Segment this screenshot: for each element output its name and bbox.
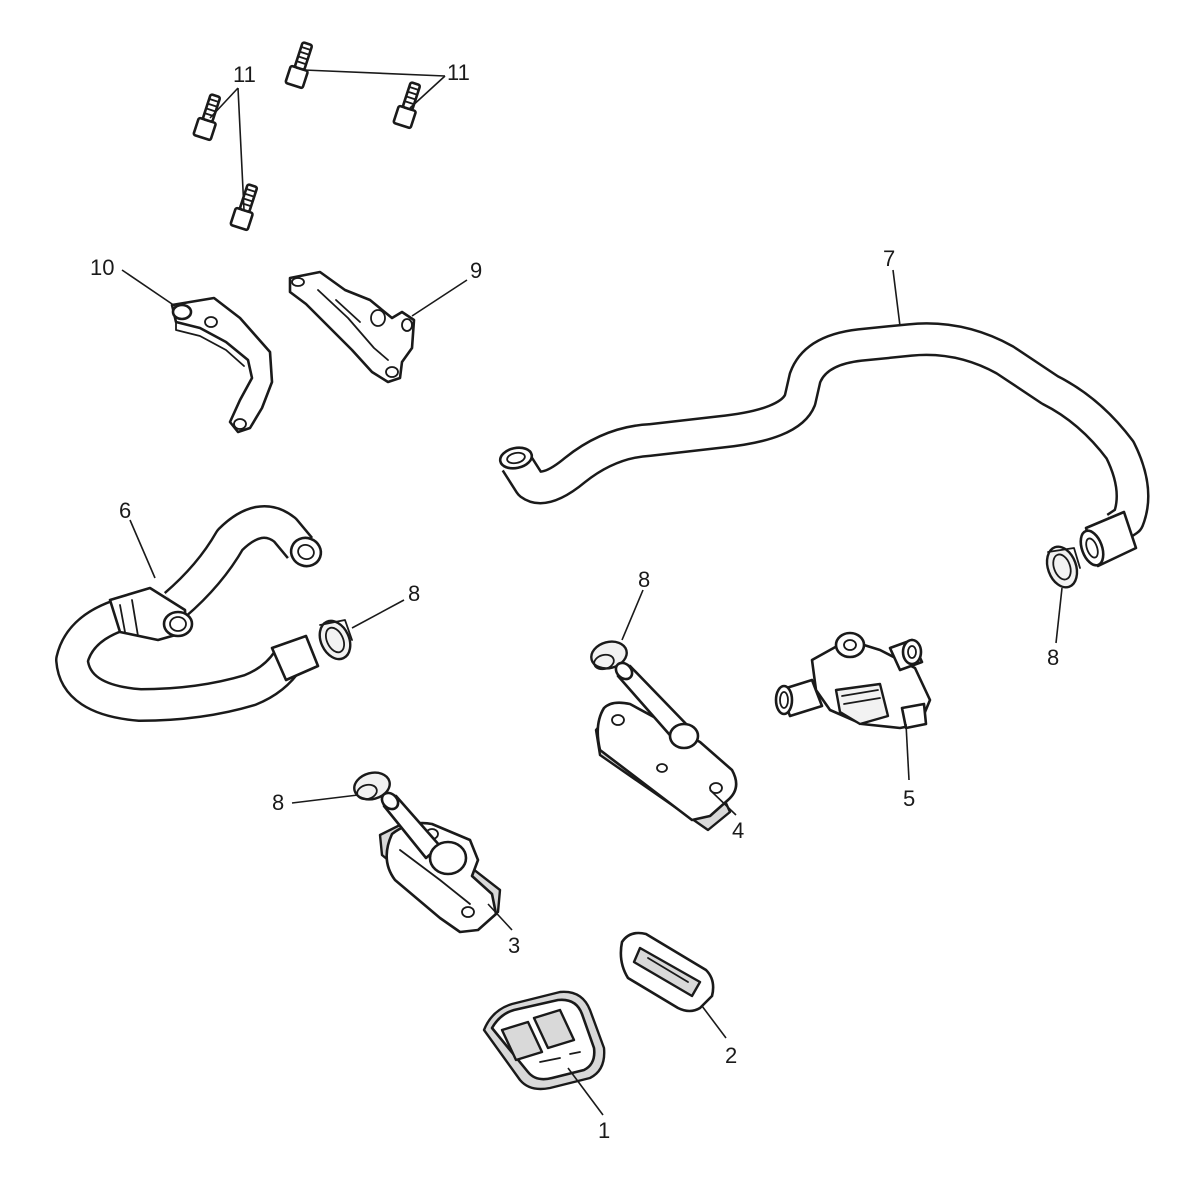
callout-labels: 1 2 3 4 5 6 7 8 8 8 8 9 10 11 11 [90,60,1059,1143]
bolt-part-11d[interactable] [392,81,424,130]
callout-1: 1 [598,1118,610,1143]
callout-10: 10 [90,255,114,280]
bolt-part-11a[interactable] [192,93,224,142]
hose-clip-part-8c[interactable] [588,638,630,672]
reed-valve-part-1[interactable] [482,990,606,1091]
reed-valve-cover-part-3[interactable] [378,790,502,934]
bolt-part-11b[interactable] [229,183,261,232]
hose-clip-part-8b[interactable] [1042,542,1083,591]
callout-6: 6 [119,498,131,523]
bracket-part-10[interactable] [170,296,274,434]
bracket-part-9[interactable] [288,270,416,384]
callout-2: 2 [725,1043,737,1068]
hose-clip-part-8a[interactable] [314,616,356,664]
hose-clip-part-8d[interactable] [351,769,393,803]
callout-8-center: 8 [638,567,650,592]
callout-11-left: 11 [233,62,256,87]
hose-part-7[interactable] [498,322,1150,568]
hose-part-6[interactable] [55,505,325,722]
callout-7: 7 [883,246,895,271]
leader-lines [121,69,1063,1116]
callout-11-right: 11 [447,60,470,85]
callout-8-right: 8 [1047,645,1059,670]
air-valve-part-5[interactable] [774,631,932,730]
callout-3: 3 [508,933,520,958]
gasket-part-2[interactable] [619,931,715,1013]
reed-valve-cover-part-4[interactable] [594,660,738,832]
callout-5: 5 [903,786,915,811]
callout-9: 9 [470,258,482,283]
callout-8-lower-left: 8 [272,790,284,815]
callout-4: 4 [732,818,744,843]
callout-8-upper-left: 8 [408,581,420,606]
bolt-part-11c[interactable] [284,41,316,90]
